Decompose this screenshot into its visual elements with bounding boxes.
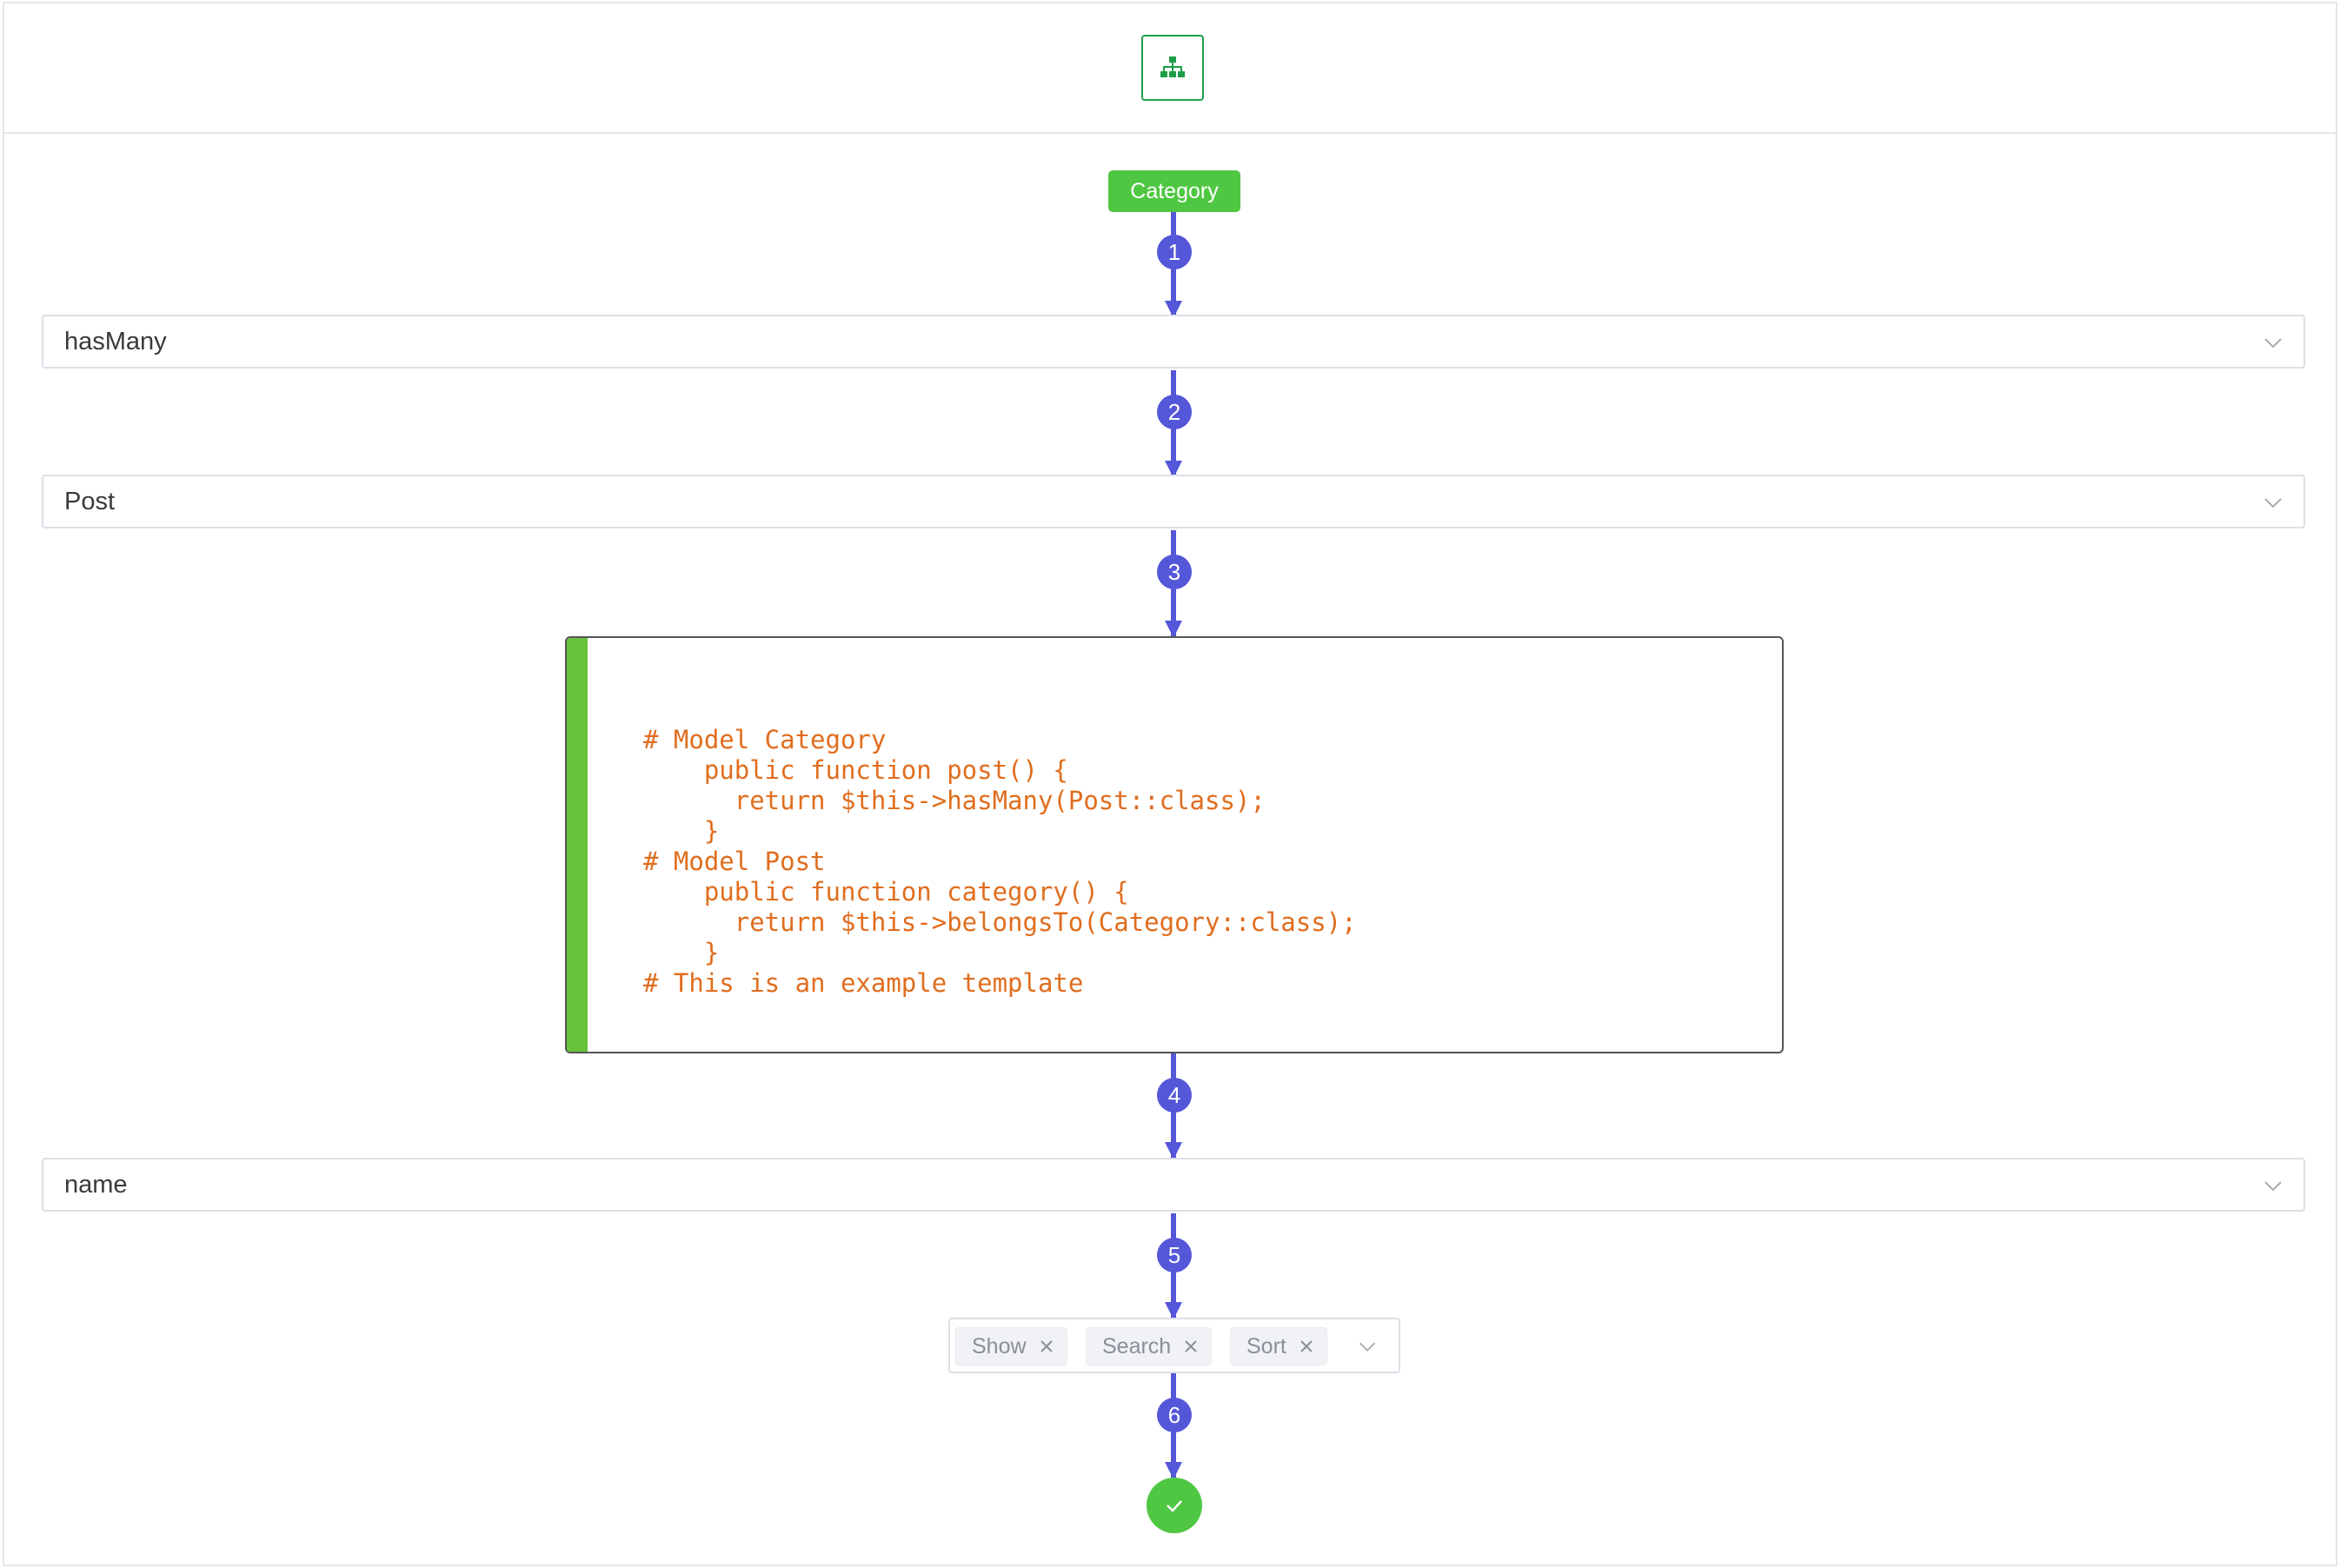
- step-badge-4: 4: [1157, 1078, 1192, 1113]
- tag-sort: Sort: [1230, 1327, 1327, 1365]
- relationship-builder: Category 1 2 3 4 5 6 hasMany Post # Mode…: [3, 2, 2337, 1566]
- connector-1-arrow: [1165, 301, 1182, 318]
- code-preview: # Model Category public function post() …: [565, 636, 1784, 1053]
- step-badge-3: 3: [1157, 555, 1192, 589]
- relation-type-value: hasMany: [64, 327, 167, 355]
- chevron-down-icon: [2264, 498, 2282, 508]
- code-preview-text: # Model Category public function post() …: [643, 725, 1357, 998]
- tag-label: Search: [1102, 1333, 1172, 1359]
- step-badge-5: 5: [1157, 1238, 1192, 1272]
- relation-type-select[interactable]: hasMany: [42, 315, 2305, 369]
- close-icon[interactable]: [1039, 1339, 1054, 1354]
- related-model-select[interactable]: Post: [42, 475, 2305, 528]
- chevron-down-icon: [2264, 338, 2282, 349]
- close-icon[interactable]: [1299, 1339, 1314, 1354]
- connector-3-arrow: [1165, 621, 1182, 638]
- tag-label: Show: [972, 1333, 1027, 1359]
- related-model-value: Post: [64, 487, 116, 515]
- tag-label: Sort: [1246, 1333, 1286, 1359]
- tag-search: Search: [1086, 1327, 1213, 1365]
- start-node-label: Category: [1130, 178, 1219, 203]
- start-node-category: Category: [1108, 170, 1240, 212]
- chevron-down-icon: [2264, 1181, 2282, 1192]
- display-field-value: name: [64, 1170, 128, 1199]
- code-preview-accent-bar: [567, 638, 588, 1052]
- options-multi-select[interactable]: Show Search Sort: [948, 1318, 1400, 1373]
- step-badge-2: 2: [1157, 395, 1192, 429]
- display-field-select[interactable]: name: [42, 1158, 2305, 1212]
- sitemap-icon: [1160, 56, 1185, 77]
- check-icon: [1167, 1500, 1182, 1512]
- end-node-complete: [1147, 1478, 1202, 1533]
- connector-6-arrow: [1165, 1462, 1182, 1479]
- connector-5-arrow: [1165, 1302, 1182, 1319]
- step-badge-1: 1: [1157, 235, 1192, 269]
- sitemap-button[interactable]: [1141, 35, 1204, 101]
- chevron-down-icon: [1359, 1342, 1376, 1352]
- connector-2-arrow: [1165, 461, 1182, 478]
- tag-show: Show: [955, 1327, 1067, 1365]
- step-badge-6: 6: [1157, 1398, 1192, 1432]
- connector-4-arrow: [1165, 1142, 1182, 1159]
- toolbar-header: [4, 3, 2336, 134]
- close-icon[interactable]: [1183, 1339, 1199, 1354]
